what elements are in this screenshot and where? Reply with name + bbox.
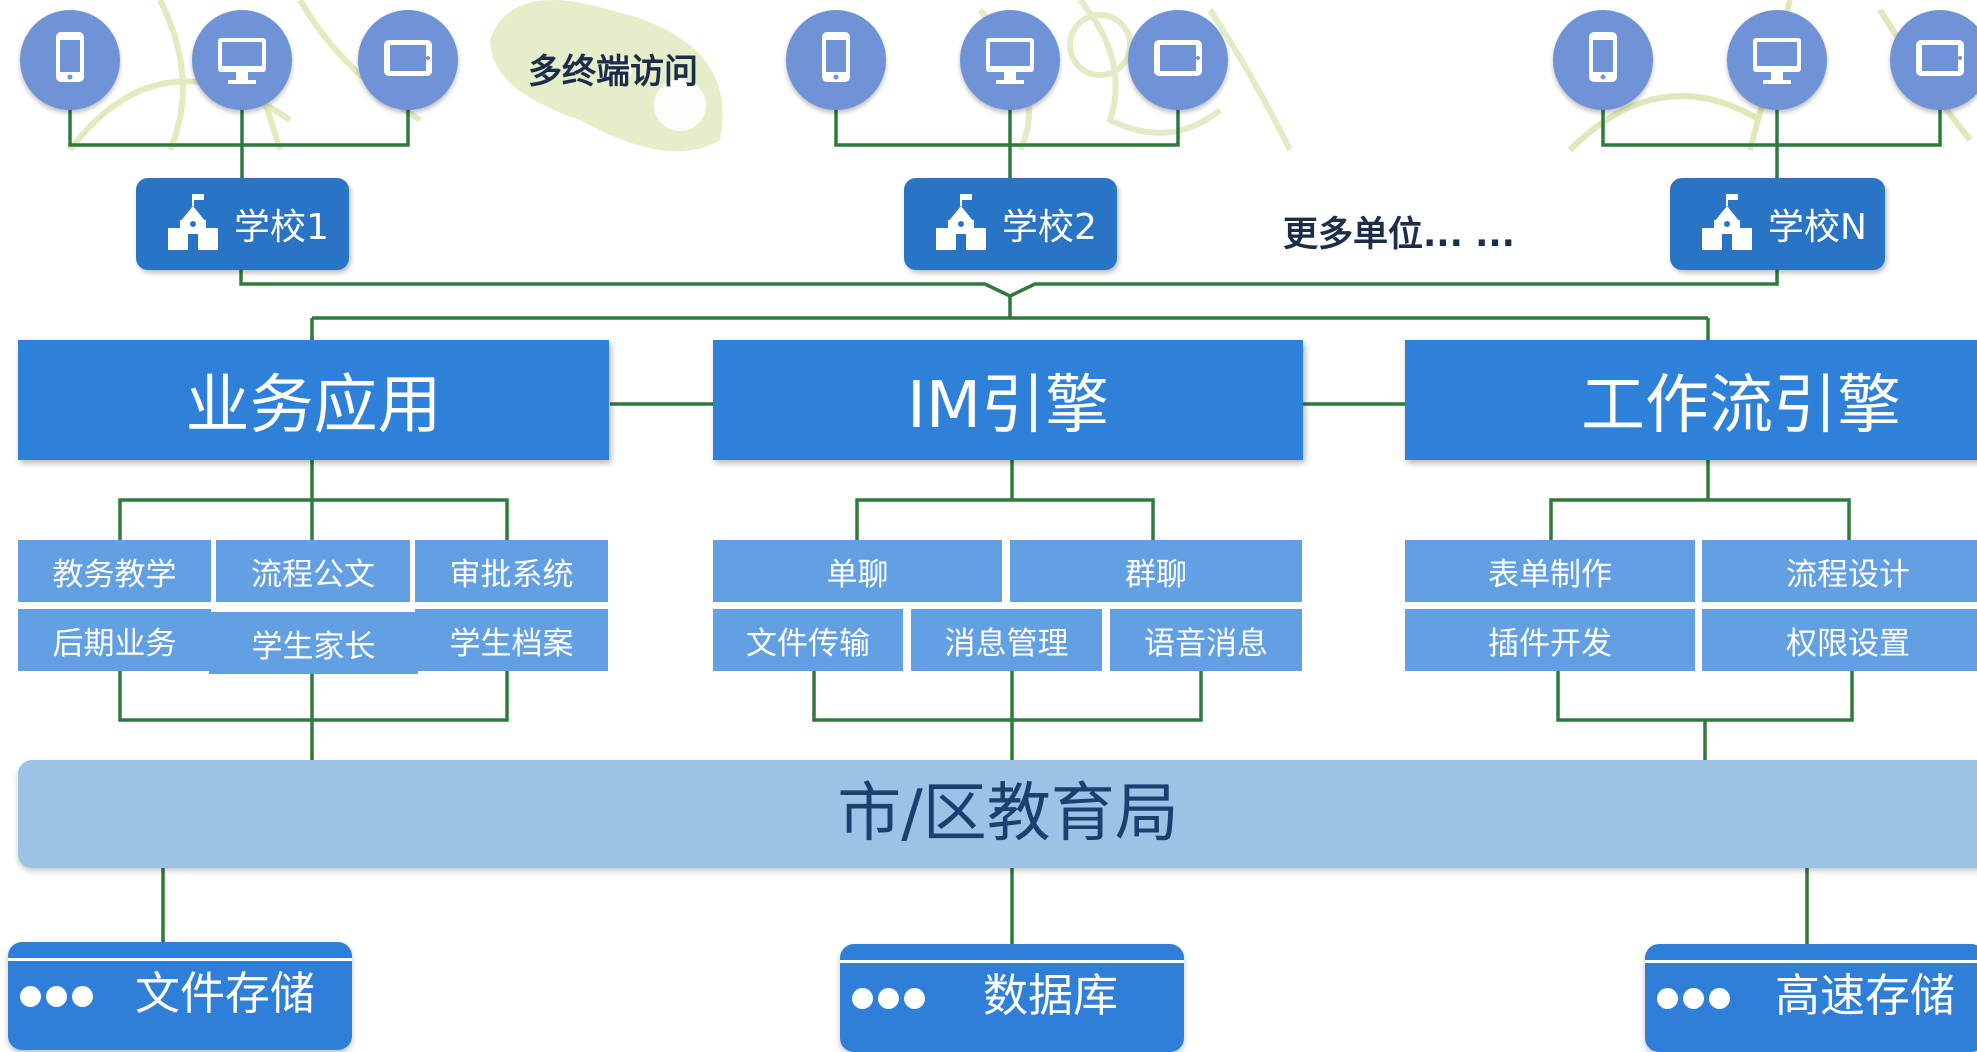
module-box: 插件开发 bbox=[1405, 609, 1695, 671]
monitor-device-3 bbox=[1727, 10, 1827, 110]
module-box: 群聊 bbox=[1010, 540, 1302, 602]
dots-icon bbox=[20, 986, 98, 1010]
monitor-device-1 bbox=[192, 10, 292, 110]
module-box: 表单制作 bbox=[1405, 540, 1695, 602]
school-label: 学校1 bbox=[234, 207, 329, 248]
education-bureau-label: 市/区教育局 bbox=[837, 777, 1179, 851]
school-1: 学校1 bbox=[136, 178, 349, 270]
module-box: 权限设置 bbox=[1702, 609, 1977, 671]
phone-device-2 bbox=[786, 10, 886, 110]
school-building-icon bbox=[168, 194, 218, 250]
engine-business-apps: 业务应用 bbox=[18, 340, 609, 460]
module-box: 后期业务 bbox=[18, 609, 211, 671]
tablet-device-3 bbox=[1890, 10, 1977, 110]
tablet-icon bbox=[1916, 40, 1964, 76]
module-box: 单聊 bbox=[713, 540, 1002, 602]
storage-label: 文件存储 bbox=[135, 967, 316, 1020]
school-2: 学校2 bbox=[904, 178, 1117, 270]
more-units-caption: 更多单位... ... bbox=[1283, 215, 1515, 255]
school-n: 学校N bbox=[1670, 178, 1885, 270]
tablet-device-2 bbox=[1128, 10, 1228, 110]
phone-icon bbox=[822, 32, 850, 82]
school-building-icon bbox=[936, 194, 986, 250]
storage-database: 数据库 bbox=[840, 944, 1184, 1052]
tablet-icon bbox=[384, 40, 432, 76]
module-box: 文件传输 bbox=[713, 609, 903, 671]
storage-label: 高速存储 bbox=[1775, 969, 1956, 1022]
school-label: 学校2 bbox=[1002, 207, 1097, 248]
phone-icon bbox=[1589, 32, 1617, 82]
storage-file: 文件存储 bbox=[8, 942, 352, 1050]
storage-label: 数据库 bbox=[983, 969, 1119, 1022]
phone-device-1 bbox=[20, 10, 120, 110]
school-label: 学校N bbox=[1768, 207, 1867, 248]
phone-icon bbox=[56, 32, 84, 82]
monitor-icon bbox=[218, 38, 266, 84]
dots-icon bbox=[1657, 988, 1735, 1012]
module-box: 学生家长 bbox=[209, 612, 418, 674]
engine-im: IM引擎 bbox=[713, 340, 1303, 460]
engine-workflow: 工作流引擎 bbox=[1405, 340, 1977, 460]
school-building-icon bbox=[1702, 194, 1752, 250]
module-box: 消息管理 bbox=[911, 609, 1102, 671]
module-box: 审批系统 bbox=[415, 540, 608, 602]
devices-caption: 多终端访问 bbox=[528, 52, 698, 92]
phone-device-3 bbox=[1553, 10, 1653, 110]
module-box: 流程设计 bbox=[1702, 540, 1977, 602]
module-box: 教务教学 bbox=[18, 540, 211, 602]
module-box: 流程公文 bbox=[216, 540, 410, 602]
leaf-decoration-center bbox=[490, 0, 723, 152]
tablet-icon bbox=[1154, 40, 1202, 76]
tablet-device-1 bbox=[358, 10, 458, 110]
module-box: 语音消息 bbox=[1110, 609, 1302, 671]
monitor-device-2 bbox=[960, 10, 1060, 110]
education-bureau-bar bbox=[18, 760, 1977, 868]
monitor-icon bbox=[986, 38, 1034, 84]
dots-icon bbox=[852, 988, 930, 1012]
monitor-icon bbox=[1753, 38, 1801, 84]
module-box: 学生档案 bbox=[415, 609, 608, 671]
storage-high-speed: 高速存储 bbox=[1645, 944, 1977, 1052]
